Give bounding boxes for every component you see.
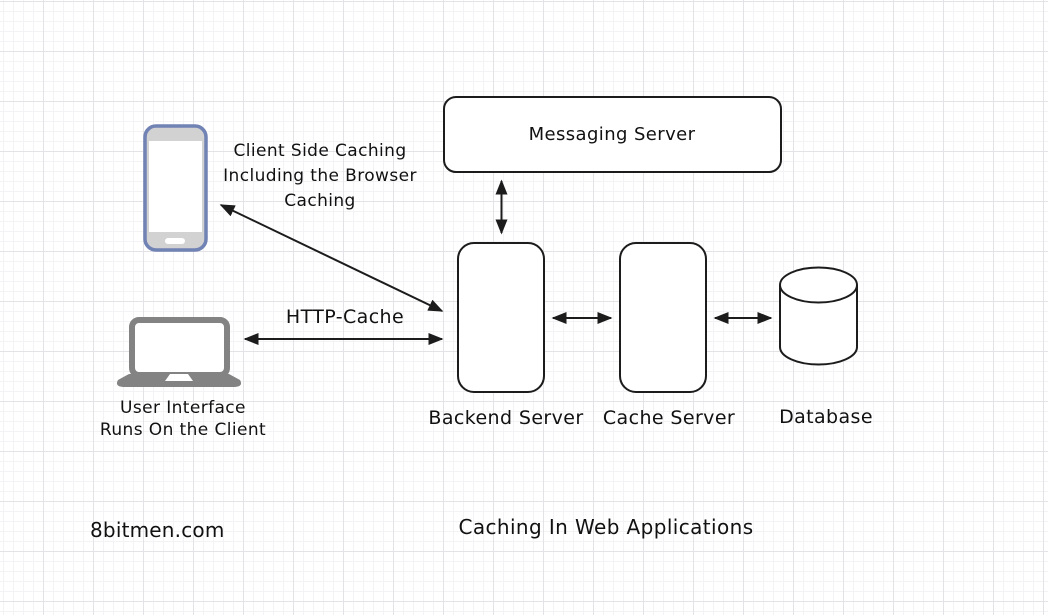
client-caching-line: Client Side Caching xyxy=(233,141,407,161)
cache-server-box xyxy=(619,242,707,393)
database-cylinder-icon xyxy=(779,266,858,366)
database-label: Database xyxy=(779,406,873,428)
backend-server-box xyxy=(457,242,545,393)
client-caching-annotation: Client Side Caching Including the Browse… xyxy=(223,139,417,214)
client-caching-line: Including the Browser xyxy=(223,166,417,186)
client-backend-arrow xyxy=(219,204,444,312)
backend-server-label: Backend Server xyxy=(428,407,584,429)
smartphone-icon xyxy=(143,124,208,252)
http-cache-label: HTTP-Cache xyxy=(285,306,405,328)
user-interface-annotation: User Interface Runs On the Client xyxy=(100,397,266,441)
watermark: 8bitmen.com xyxy=(90,518,225,542)
laptop-icon xyxy=(116,317,242,387)
diagram-title: Caching In Web Applications xyxy=(458,515,754,539)
client-caching-line: Caching xyxy=(284,191,356,211)
user-interface-line: Runs On the Client xyxy=(99,420,267,440)
messaging-server-label: Messaging Server xyxy=(528,124,696,145)
cache-server-label: Cache Server xyxy=(602,407,736,429)
messaging-server-box xyxy=(443,96,782,173)
user-interface-line: User Interface xyxy=(120,398,246,418)
